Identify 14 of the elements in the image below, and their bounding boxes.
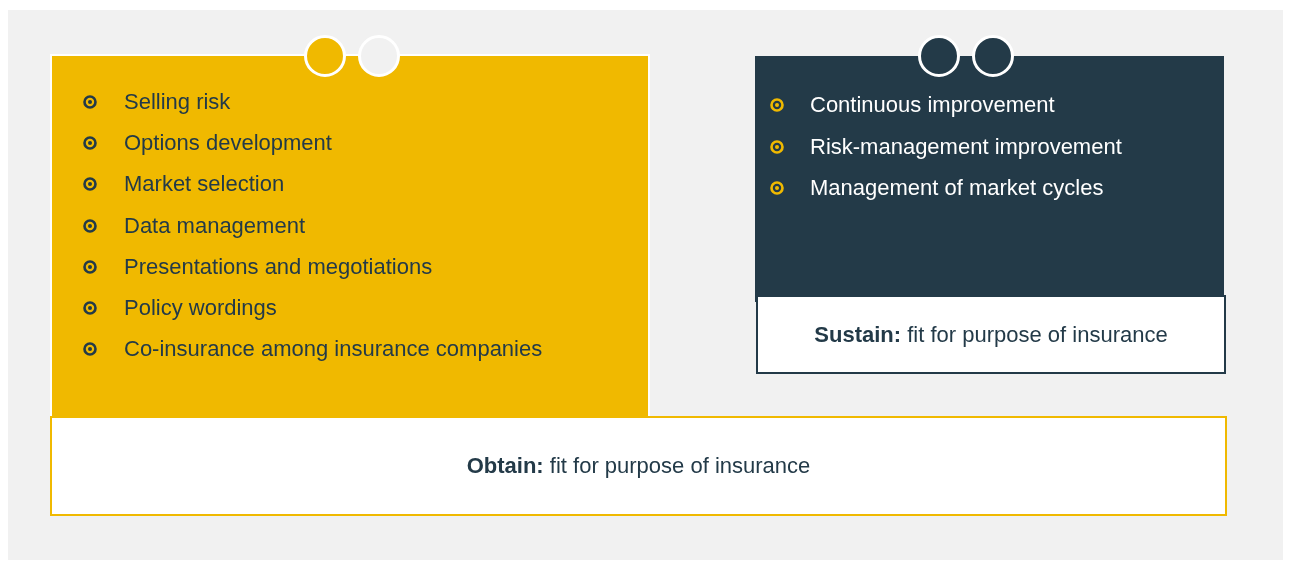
- list-item: Continuous improvement: [810, 92, 1055, 118]
- statement-box: [50, 416, 1227, 516]
- statement-text: Obtain: fit for purpose of insurance: [465, 453, 812, 479]
- list-item: Selling risk: [124, 89, 231, 115]
- list-item: Data management: [124, 212, 305, 239]
- list-item: Co-insurance among insurance companies: [124, 336, 543, 363]
- statement-text: Sustain: fit for purpose of insurance: [813, 321, 1169, 348]
- list-item: Presentations and megotiations: [124, 253, 433, 280]
- list-item: Management of market cycles: [810, 175, 1104, 201]
- list-item: Risk-management improvement: [810, 133, 1122, 160]
- list-item: Options development: [124, 130, 332, 157]
- statement-box: [756, 295, 1226, 374]
- list-item: Market selection: [124, 171, 285, 198]
- list-item: Policy wordings: [124, 295, 277, 321]
